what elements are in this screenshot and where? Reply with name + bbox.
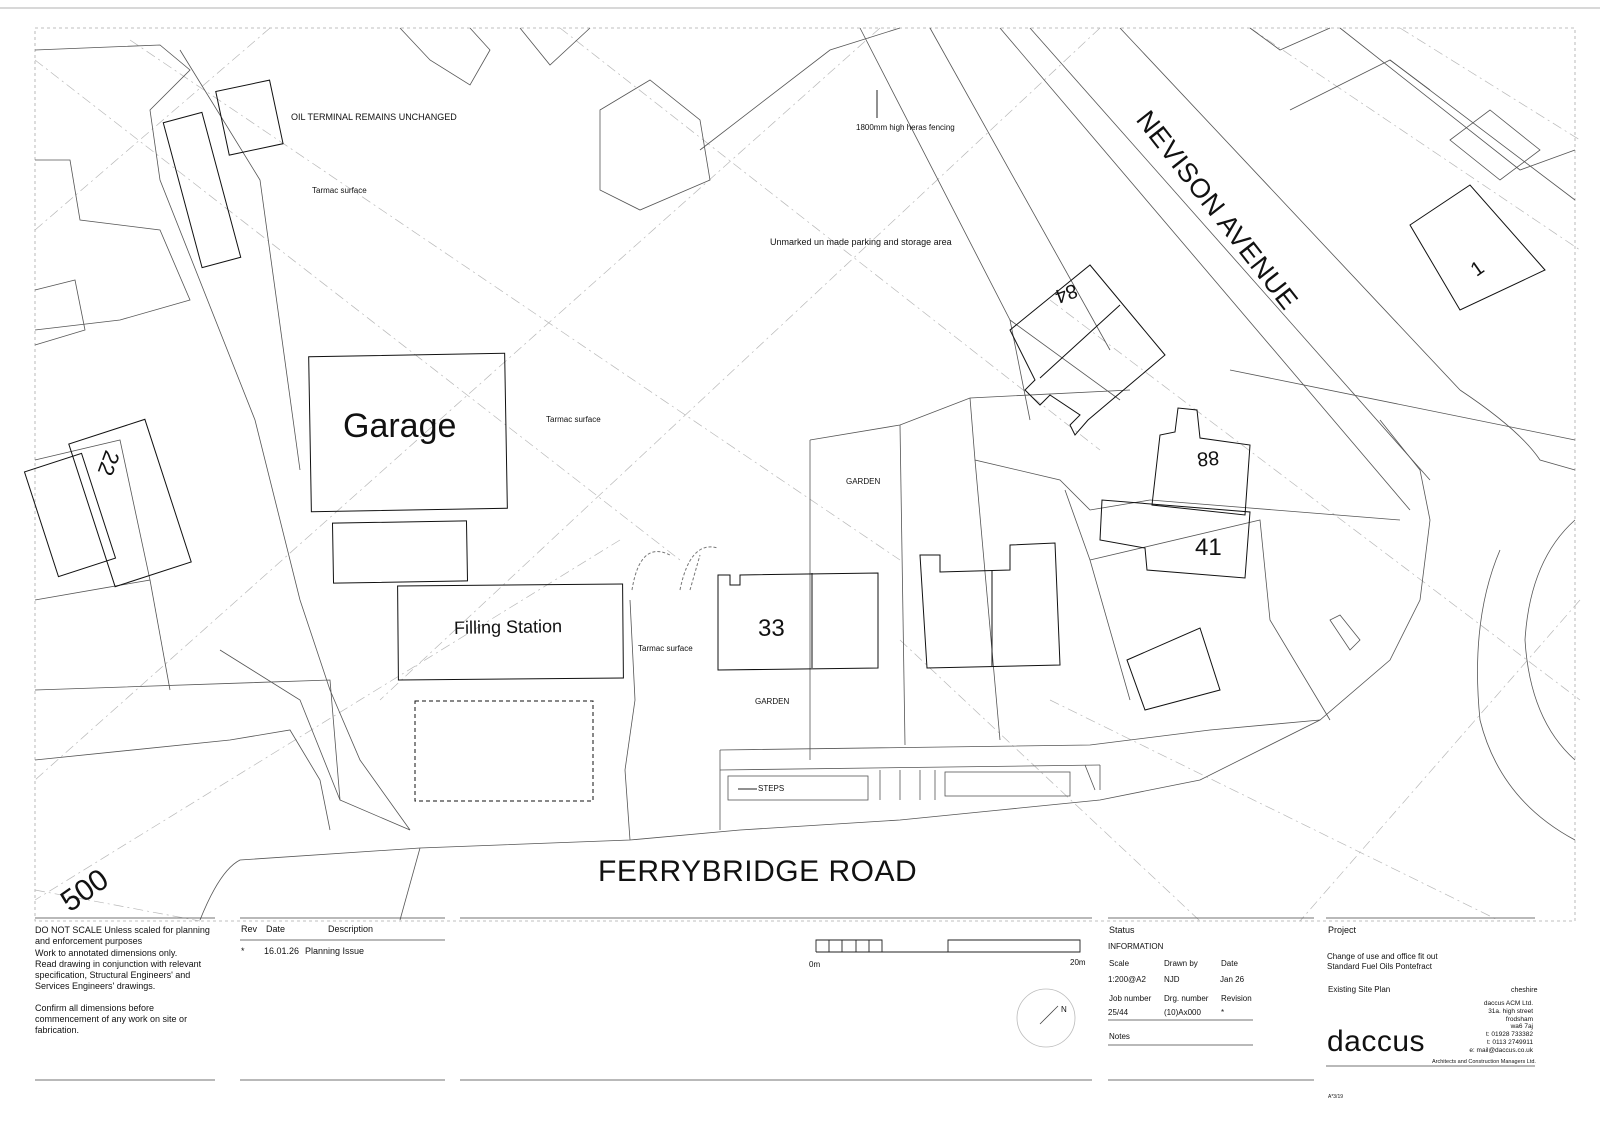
- company-name: daccus ACM Ltd.: [1483, 1000, 1533, 1007]
- scale-label: Scale: [1109, 959, 1130, 968]
- label-garden-north: GARDEN: [846, 477, 881, 486]
- label-house-33: 33: [758, 615, 785, 642]
- label-heras-fencing: 1800mm high heras fencing: [856, 123, 955, 132]
- building-garage-annex: [331, 520, 469, 584]
- revision-value: *: [1221, 1008, 1225, 1017]
- label-tarmac-surface-north: Tarmac surface: [312, 186, 367, 195]
- north-arrow-icon: [1016, 988, 1076, 1048]
- note-read-in-conjunction: Read drawing in conjunction with relevan…: [35, 958, 202, 992]
- label-steps: STEPS: [758, 784, 785, 793]
- scale-value: 1:200@A2: [1108, 975, 1146, 984]
- rev-row-rev: *: [241, 946, 245, 956]
- company-address: daccus ACM Ltd. 31a. high street frodsha…: [1469, 1000, 1533, 1055]
- note-annotated-dimensions: Work to annotated dimensions only.: [35, 947, 178, 958]
- revision-label: Revision: [1221, 994, 1252, 1003]
- west-boundary: [34, 44, 411, 831]
- label-ferrybridge-road: FERRYBRIDGE ROAD: [598, 855, 918, 888]
- building-1: [1409, 184, 1546, 311]
- label-garden-south: GARDEN: [755, 697, 790, 706]
- date-value: Jan 26: [1220, 975, 1245, 984]
- note-do-not-scale: DO NOT SCALE Unless scaled for planning …: [35, 925, 210, 947]
- sheet-code: A*3/19: [1328, 1094, 1344, 1100]
- building-41: [1099, 499, 1251, 579]
- drawn-by-value: NJD: [1164, 975, 1180, 984]
- notes-label: Notes: [1109, 1032, 1130, 1041]
- label-tarmac-surface-central: Tarmac surface: [546, 415, 601, 424]
- rev-row-date: 16.01.26: [264, 946, 300, 956]
- building-left-2: [215, 79, 284, 156]
- notes-block: DO NOT SCALE Unless scaled for planning …: [35, 925, 220, 1036]
- ferrybridge-road-edge: [199, 419, 1431, 921]
- building-84: [1009, 264, 1166, 436]
- building-33: [717, 572, 879, 671]
- rev-header-date: Date: [266, 924, 286, 934]
- drawing-number-label: Drg. number: [1164, 994, 1209, 1003]
- company-phone-2: t: 0113 2749911: [1486, 1038, 1533, 1046]
- label-parking-area: Unmarked un made parking and storage are…: [770, 237, 952, 247]
- rev-row-description: Planning Issue: [305, 946, 365, 956]
- project-line-2: Standard Fuel Oils Pontefract: [1327, 962, 1432, 971]
- company-phone: t: 01928 733382: [1486, 1031, 1533, 1039]
- building-88: [1151, 407, 1251, 516]
- company-street: 31a. high street: [1488, 1007, 1533, 1015]
- roundabout-curve: [1477, 549, 1576, 841]
- daccus-logo: daccus: [1327, 1025, 1426, 1058]
- building-filling-station: [397, 583, 624, 681]
- label-filling-station: Filling Station: [453, 616, 563, 638]
- project-label: Project: [1328, 925, 1357, 935]
- grid-lines: [34, 27, 1581, 922]
- building-22: [68, 418, 192, 588]
- scale-bar-start-label: 0m: [809, 960, 821, 969]
- building-garage: [308, 352, 508, 513]
- job-number-label: Job number: [1109, 994, 1152, 1003]
- building-33-neighbour: [919, 542, 1061, 669]
- company-town: frodsham: [1505, 1015, 1533, 1023]
- project-line-1: Change of use and office fit out: [1327, 952, 1438, 961]
- building-bottom-right: [1126, 627, 1221, 711]
- north-arrow-label: N: [1061, 1005, 1067, 1014]
- company-postcode: wa6 7aj: [1510, 1023, 1533, 1031]
- building-left-1: [162, 111, 242, 269]
- date-label: Date: [1221, 959, 1238, 968]
- label-house-88: 88: [1196, 446, 1221, 470]
- drawing-frame: [34, 27, 1576, 922]
- company-tagline: Architects and Construction Managers Ltd…: [1432, 1059, 1536, 1065]
- scale-bar-end-label: 20m: [1070, 958, 1086, 967]
- rev-header-rev: Rev: [241, 924, 258, 934]
- canopy-dashed: [414, 700, 594, 802]
- scale-bar: [815, 939, 1081, 953]
- rev-header-description: Description: [328, 924, 374, 934]
- note-confirm-dimensions: Confirm all dimensions before commenceme…: [35, 1002, 188, 1036]
- status-value: INFORMATION: [1108, 942, 1164, 951]
- county-label: cheshire: [1511, 987, 1538, 994]
- titleblock-lines: [35, 917, 1535, 1081]
- job-number-value: 25/44: [1108, 1008, 1129, 1017]
- status-label: Status: [1109, 925, 1135, 935]
- drawing-title: Existing Site Plan: [1328, 985, 1391, 994]
- nevison-avenue-west-edge: [999, 27, 1411, 511]
- label-oil-terminal: OIL TERMINAL REMAINS UNCHANGED: [291, 112, 457, 122]
- company-email: e: mail@daccus.co.uk: [1469, 1046, 1533, 1054]
- label-house-41: 41: [1195, 534, 1222, 561]
- drawn-by-label: Drawn by: [1164, 959, 1198, 968]
- building-22-wing: [23, 452, 117, 578]
- label-garage: Garage: [343, 407, 457, 445]
- drawing-number-value: (10)Ax000: [1164, 1008, 1201, 1017]
- label-tarmac-surface-south: Tarmac surface: [638, 644, 693, 653]
